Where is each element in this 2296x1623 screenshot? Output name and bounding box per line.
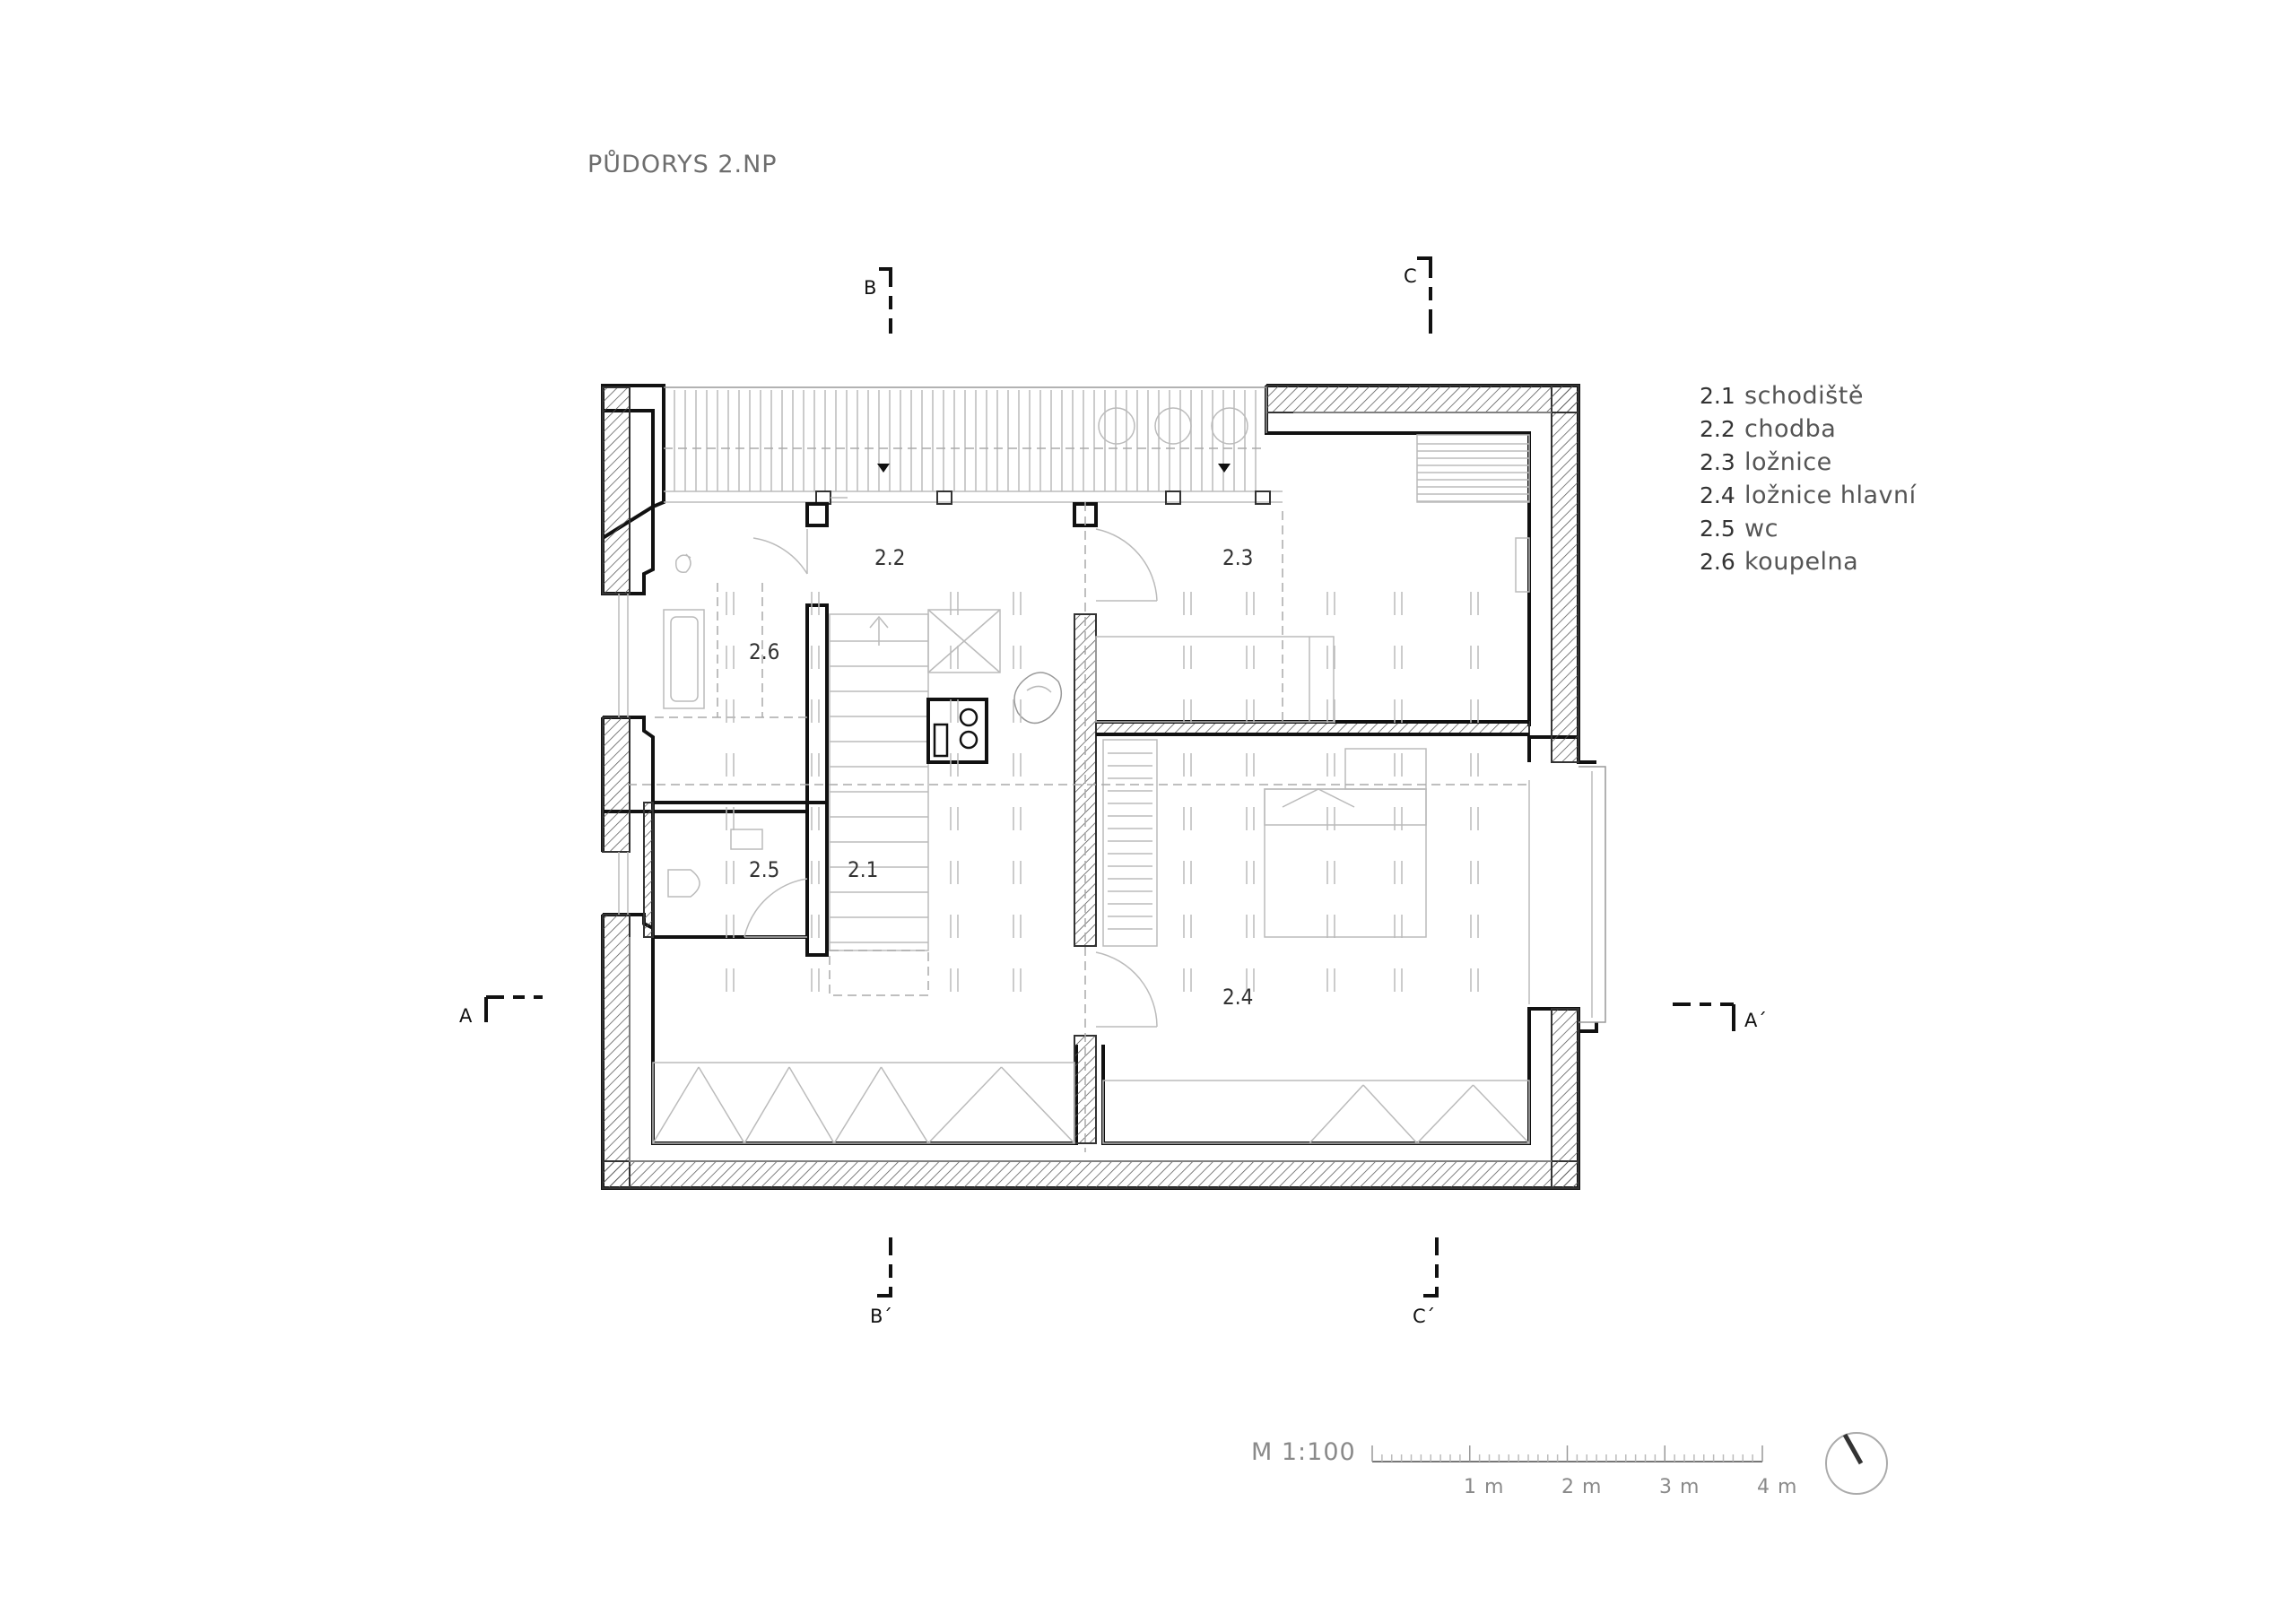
scale-label-2m: 2 m [1561, 1476, 1602, 1498]
scale-title: M 1:100 [1251, 1438, 1356, 1466]
center-axis [628, 502, 1529, 1152]
legend-name-2-3: ložnice [1744, 448, 1832, 476]
bedroom-2-3-furniture [1095, 434, 1530, 723]
wardrobe-door [833, 1066, 883, 1144]
wardrobe-door [744, 1066, 790, 1144]
section-marker-a-prime: A´ [1673, 1002, 1767, 1031]
room-label-2-4: 2.4 [1222, 985, 1253, 1010]
wardrobe-2-4 [1102, 739, 1158, 947]
legend-num-2-6: 2.6 [1700, 549, 1735, 575]
wardrobe-door [698, 1066, 745, 1144]
lower-wardrobes [652, 1062, 1530, 1144]
scale-label-4m: 4 m [1757, 1476, 1797, 1498]
left-openings [618, 594, 629, 915]
north-arrow-icon [1825, 1432, 1888, 1495]
legend-name-2-2: chodba [1744, 415, 1836, 443]
section-label-b: B [864, 277, 876, 299]
wardrobe-door [1000, 1066, 1075, 1144]
room-label-2-5: 2.5 [749, 857, 779, 882]
legend-num-2-5: 2.5 [1700, 516, 1735, 542]
top-terrace [664, 386, 1283, 505]
room-label-2-1: 2.1 [848, 857, 878, 882]
section-label-a-prime: A´ [1744, 1010, 1767, 1031]
wardrobe-door [880, 1066, 929, 1144]
interior-walls [643, 502, 1530, 1144]
legend-num-2-1: 2.1 [1700, 383, 1735, 409]
wardrobe-door [652, 1066, 700, 1144]
section-label-b-prime: B´ [870, 1306, 892, 1327]
section-label-a: A [459, 1005, 473, 1027]
section-label-c: C [1404, 265, 1417, 287]
legend-num-2-3: 2.3 [1700, 449, 1735, 475]
doors [744, 528, 1158, 1028]
drawing-title: PŮDORYS 2.NP [587, 150, 778, 178]
section-marker-c-prime: C´ [1413, 1237, 1439, 1327]
bathroom-fixtures [655, 553, 807, 718]
legend-num-2-2: 2.2 [1700, 416, 1735, 442]
legend-num-2-4: 2.4 [1700, 482, 1735, 508]
scale-label-3m: 3 m [1659, 1476, 1700, 1498]
section-marker-c: C [1404, 256, 1432, 334]
staircase [829, 613, 929, 996]
section-marker-b-prime: B´ [870, 1237, 892, 1327]
floor-joists [726, 592, 1479, 992]
outer-walls [601, 384, 1598, 1190]
wardrobe-door [1416, 1084, 1474, 1144]
legend-name-2-5: wc [1744, 515, 1779, 542]
wardrobe-door [1362, 1084, 1418, 1144]
section-marker-a: A [459, 995, 543, 1027]
section-label-c-prime: C´ [1413, 1306, 1435, 1327]
scale-bar: M 1:100 1 m 2 m 3 m 4 m [1251, 1438, 1797, 1498]
room-label-2-2: 2.2 [874, 545, 905, 570]
room-legend: 2.1 schodiště 2.2 chodba 2.3 ložnice 2.4… [1700, 382, 1918, 576]
right-window [1528, 766, 1606, 1023]
armchair-icon [1013, 672, 1063, 725]
scale-label-1m: 1 m [1464, 1476, 1504, 1498]
wardrobe-door [1309, 1084, 1364, 1144]
room-label-2-6: 2.6 [749, 639, 779, 664]
legend-name-2-1: schodiště [1744, 382, 1864, 410]
wardrobe-door [927, 1066, 1003, 1144]
wardrobe-door [1472, 1084, 1530, 1144]
toilet-icon [667, 829, 763, 898]
room-label-2-3: 2.3 [1222, 545, 1253, 570]
wardrobe-door [788, 1066, 835, 1144]
legend-name-2-4: ložnice hlavní [1744, 482, 1918, 509]
section-marker-b: B [864, 267, 892, 334]
skylight [927, 609, 1001, 673]
legend-name-2-6: koupelna [1744, 548, 1858, 576]
bed-icon [1264, 748, 1427, 938]
